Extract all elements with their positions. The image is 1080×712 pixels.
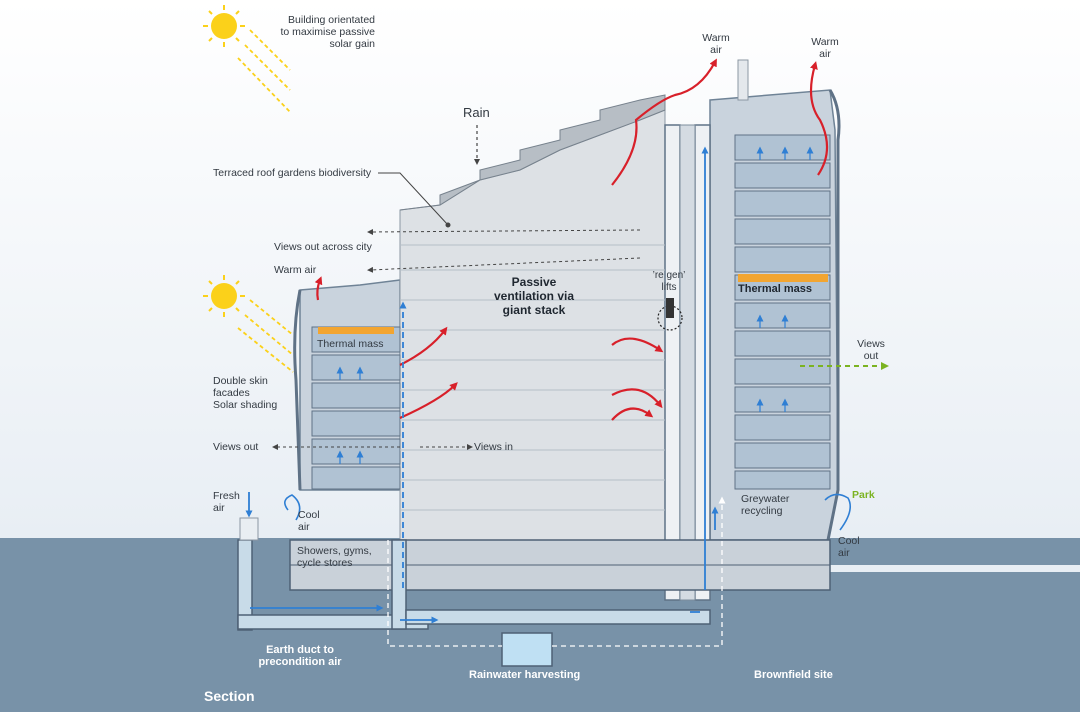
roof-gardens-label: Terraced roof gardens biodiversity [213,167,372,179]
section-label: Section [204,688,255,704]
cool-air-arrow-icon [245,146,719,624]
greywater-route [552,496,726,647]
thermal-mass-left-bar [318,327,394,334]
thermal-mass-right-label: Thermal mass [738,283,812,295]
cool-air-right-label: Cool air [838,535,860,559]
right-double-skin-facade [826,89,841,541]
fresh-air-label: Fresh air [213,490,240,514]
right-tower-floors [734,134,831,490]
air-intake [239,517,259,541]
earth-duct-label: Earth duct to precondition air [258,644,342,668]
rain-route-left [387,540,502,647]
cool-air-swirl-left [284,494,301,521]
thermal-mass-right-bar [738,274,828,282]
views-city-label: Views out across city [274,241,372,253]
park-label: Park [852,489,875,501]
sun-icon [203,275,245,317]
leader-lines [378,172,451,228]
rainwater-label: Rainwater harvesting [469,669,581,681]
regen-lifts-label: ’re gen’ lifts [652,270,686,293]
showers-label: Showers, gyms, cycle stores [297,545,372,569]
ground-right-step [830,565,1080,575]
left-double-skin-facade [293,289,302,491]
views-out-left-label: Views out [213,441,259,453]
orientation-label: Building orientated to maximise passive … [280,14,375,50]
thermal-mass-left-label: Thermal mass [317,338,384,350]
sun-icon [203,5,245,47]
passive-ventilation-label: Passive ventilation via giant stack [493,275,575,317]
view-arrows [272,228,641,450]
atrium-floor-lines [400,244,665,511]
cool-air-swirl-right [824,493,851,531]
earth-duct [237,539,711,631]
rain-label: Rain [463,105,490,120]
sun-rays [237,29,294,373]
warm-air-label-stack: Warm air [702,32,730,56]
greywater-label: Greywater recycling [741,493,790,517]
warm-air-left-label: Warm air [274,264,317,276]
warm-air-arrow-icon [314,58,829,421]
views-in-label: Views in [474,441,513,453]
double-skin-label: Double skin facades Solar shading [213,375,278,411]
cool-air-left-label: Cool air [298,509,320,533]
views-out-right-label: Views out [857,338,885,362]
rainwater-tank [501,632,553,667]
lift-car [666,298,674,318]
brownfield-label: Brownfield site [754,669,833,681]
warm-air-label-tower: Warm air [811,36,839,60]
basement [289,539,831,591]
floor-cool-arrows [336,146,814,464]
